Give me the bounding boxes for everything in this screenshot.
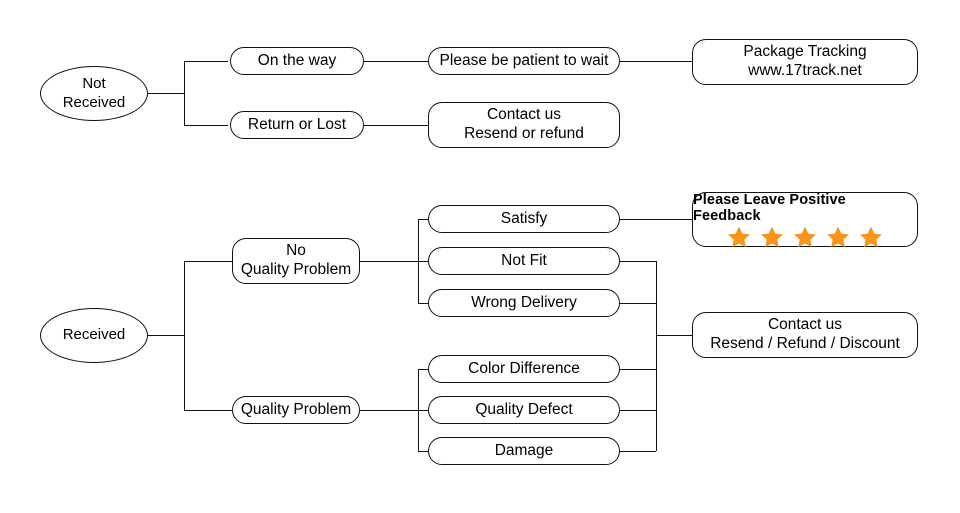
node-positive-feedback[interactable]: Please Leave Positive Feedback (692, 192, 918, 247)
connector-to-no-quality-problem (184, 261, 232, 262)
connector-to-wrong-delivery (418, 303, 430, 304)
connector-to-color-difference (418, 369, 430, 370)
star-icon[interactable] (825, 225, 851, 250)
node-satisfy[interactable]: Satisfy (428, 205, 620, 233)
node-contact-resend-refund[interactable]: Contact us Resend or refund (428, 102, 620, 148)
connector-to-quality-defect (418, 410, 430, 411)
node-received[interactable]: Received (40, 308, 148, 363)
star-rating[interactable] (726, 225, 884, 250)
node-on-the-way[interactable]: On the way (230, 47, 364, 75)
connector-not-fit-merge (620, 261, 656, 262)
connector-received-split (184, 261, 185, 410)
node-return-or-lost[interactable]: Return or Lost (230, 111, 364, 139)
node-no-quality-problem[interactable]: No Quality Problem (232, 238, 360, 284)
connector-quality-defect-merge (620, 410, 656, 411)
connector-color-difference-merge (620, 369, 656, 370)
star-icon[interactable] (759, 225, 785, 250)
node-quality-defect[interactable]: Quality Defect (428, 396, 620, 424)
node-damage[interactable]: Damage (428, 437, 620, 465)
node-quality-problem[interactable]: Quality Problem (232, 396, 360, 424)
connector-return-to-contact (364, 125, 430, 126)
connector-wrong-delivery-merge (620, 303, 656, 304)
node-contact-resend-refund-discount[interactable]: Contact us Resend / Refund / Discount (692, 312, 918, 358)
node-not-fit[interactable]: Not Fit (428, 247, 620, 275)
connector-patient-to-tracking (620, 61, 692, 62)
star-icon[interactable] (792, 225, 818, 250)
star-icon[interactable] (726, 225, 752, 250)
node-package-tracking[interactable]: Package Tracking www.17track.net (692, 39, 918, 85)
node-color-difference[interactable]: Color Difference (428, 355, 620, 383)
connector-not-received-stem (148, 93, 184, 94)
node-wrong-delivery[interactable]: Wrong Delivery (428, 289, 620, 317)
connector-not-received-split (184, 61, 185, 125)
connector-to-on-the-way (184, 61, 228, 62)
node-not-received[interactable]: Not Received (40, 66, 148, 121)
feedback-label: Please Leave Positive Feedback (693, 191, 846, 224)
connector-to-return-or-lost (184, 125, 228, 126)
connector-to-damage (418, 451, 430, 452)
connector-merge-bus (656, 261, 657, 451)
connector-qp-stem (360, 410, 418, 411)
connector-nqp-stem (360, 261, 418, 262)
node-please-be-patient[interactable]: Please be patient to wait (428, 47, 620, 75)
connector-satisfy-to-feedback (620, 219, 692, 220)
connector-merge-to-contact (656, 335, 692, 336)
connector-damage-merge (620, 451, 656, 452)
connector-on-the-way-to-patient (364, 61, 430, 62)
connector-to-quality-problem (184, 410, 232, 411)
connector-to-satisfy (418, 219, 430, 220)
connector-to-not-fit (418, 261, 430, 262)
star-icon[interactable] (858, 225, 884, 250)
connector-received-stem (148, 335, 184, 336)
